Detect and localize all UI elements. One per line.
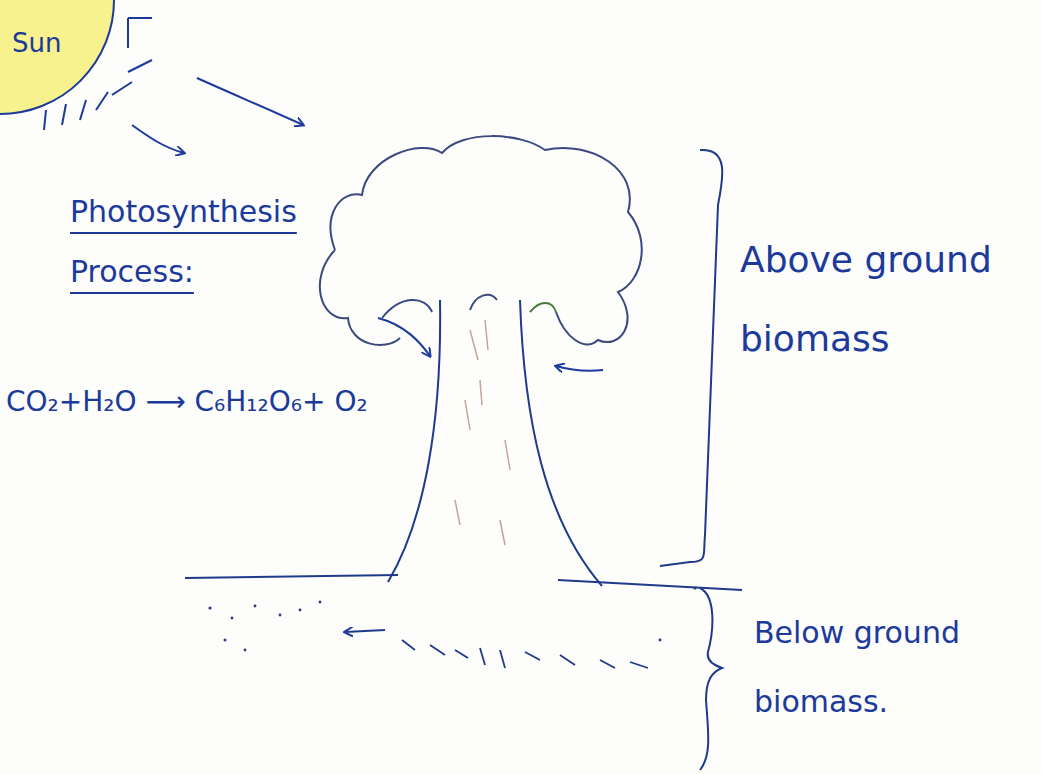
light-arrows [132, 78, 303, 153]
annotation-text: Below ground biomass. [754, 598, 1036, 736]
ground-line [185, 575, 742, 590]
sun-label: Sun [12, 28, 61, 58]
soil-dots [208, 586, 696, 651]
roots [345, 630, 648, 668]
annotation-text: Above ground biomass [740, 220, 1030, 378]
sun-outline [0, 0, 128, 128]
tree-canopy [320, 136, 642, 345]
trunk-arrows [378, 318, 603, 371]
branch-curls [382, 295, 556, 318]
bracket [660, 150, 722, 770]
trunk-texture [455, 320, 510, 545]
annotation-text: CO₂+H₂O ⟶ C₆H₁₂O₆+ O₂ [6, 384, 368, 420]
sun-shape: Sun [0, 0, 128, 128]
annotation-text: Photosynthesis Process: [70, 182, 370, 302]
